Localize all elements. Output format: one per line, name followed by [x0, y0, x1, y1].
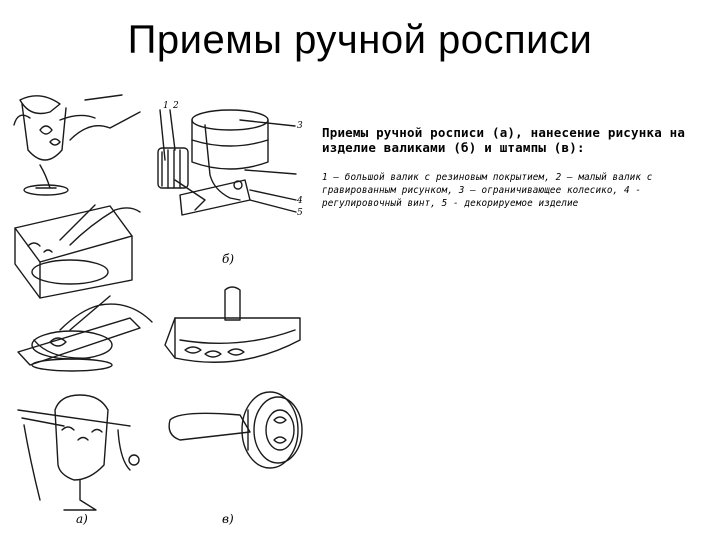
callout-4: 4: [297, 196, 303, 206]
figure-label-b: б): [222, 252, 235, 266]
callout-5: 5: [297, 208, 303, 218]
figure-label-a: а): [76, 512, 88, 526]
plate-painting-drawing: [17, 295, 153, 372]
goblet-painting-drawing: [17, 394, 140, 511]
figure-label-v: в): [222, 512, 234, 526]
caption-legend: 1 — большой валик с резиновым покрытием,…: [322, 172, 653, 209]
stamp-upper-drawing: [164, 286, 301, 363]
box-painting-drawing: [14, 204, 141, 299]
vase-painting-drawing: [13, 94, 141, 196]
callout-1: 1: [163, 101, 169, 111]
slide-title: Приемы ручной росписи: [127, 18, 593, 62]
roller-machine-drawing: [157, 109, 297, 216]
figure-caption: Приемы ручной росписи (а), нанесение рис…: [322, 125, 714, 210]
stamp-round-drawing: [168, 391, 303, 469]
callout-3: 3: [297, 121, 303, 131]
callout-2: 2: [173, 101, 179, 111]
caption-main: Приемы ручной росписи (а), нанесение рис…: [322, 125, 686, 155]
